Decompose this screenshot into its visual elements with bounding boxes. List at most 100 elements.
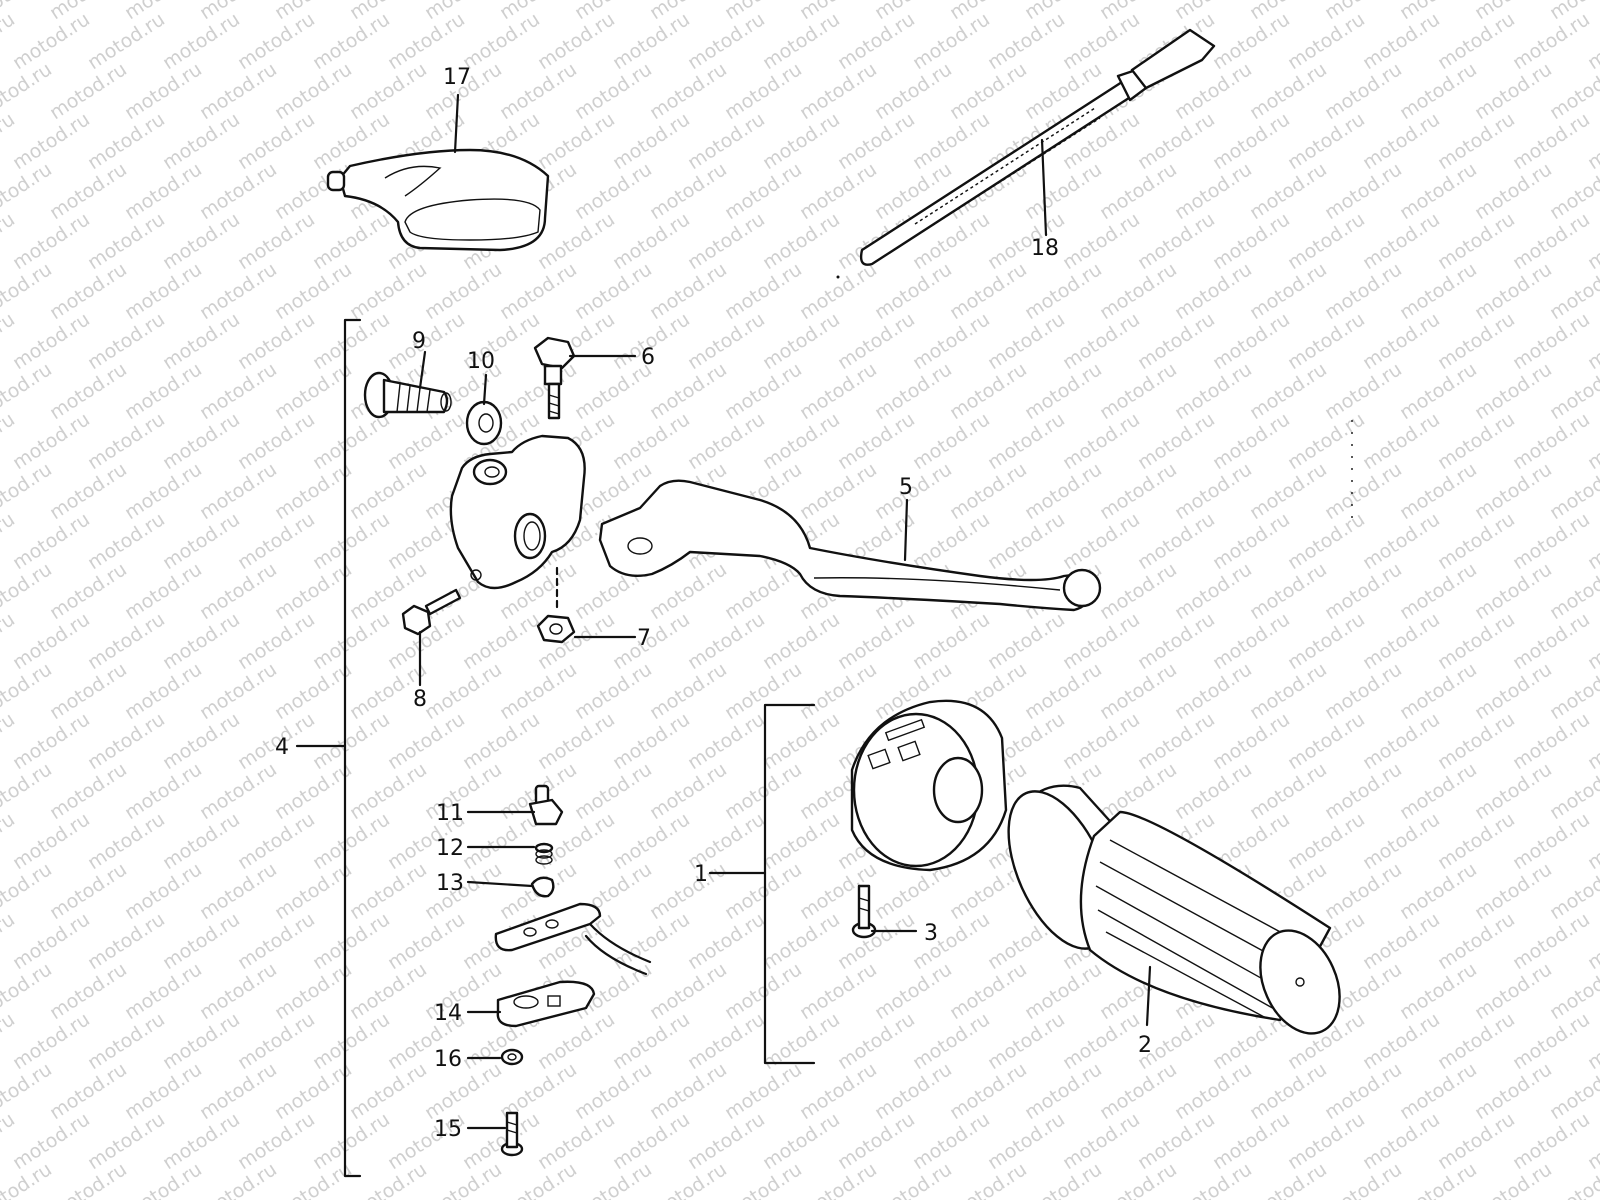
watermark-text: motod.ru [796, 458, 881, 524]
part-15-screw [500, 1111, 524, 1157]
watermark-text: motod.ru [121, 458, 206, 524]
watermark-text: motod.ru [1434, 708, 1519, 774]
watermark-text: motod.ru [46, 658, 131, 724]
watermark-text: motod.ru [684, 608, 769, 674]
watermark-text: motod.ru [271, 258, 356, 324]
callout-6: 6 [641, 345, 655, 370]
watermark-text: motod.ru [871, 58, 956, 124]
watermark-text: motod.ru [271, 858, 356, 924]
watermark-text: motod.ru [1359, 908, 1444, 974]
callout-1: 1 [694, 862, 708, 887]
watermark-text: motod.ru [271, 958, 356, 1024]
watermark-text: motod.ru [1509, 708, 1594, 774]
watermark-text: motod.ru [609, 108, 694, 174]
watermark-text: motod.ru [46, 1058, 131, 1124]
watermark-text: motod.ru [834, 108, 919, 174]
watermark-text: motod.ru [459, 608, 544, 674]
watermark-text: motod.ru [459, 708, 544, 774]
watermark-text: motod.ru [571, 658, 656, 724]
watermark-text: motod.ru [496, 358, 581, 424]
watermark-text: motod.ru [759, 308, 844, 374]
watermark-text: motod.ru [459, 8, 544, 74]
watermark-text: motod.ru [984, 508, 1069, 574]
callout-10: 10 [467, 349, 495, 374]
watermark-text: motod.ru [759, 808, 844, 874]
watermark-text: motod.ru [1471, 1058, 1556, 1124]
watermark-text: motod.ru [1471, 958, 1556, 1024]
callout-11: 11 [436, 801, 464, 826]
watermark-text: motod.ru [646, 58, 731, 124]
watermark-text: motod.ru [196, 258, 281, 324]
watermark-text: motod.ru [46, 258, 131, 324]
watermark-text: motod.ru [309, 908, 394, 974]
watermark-text: motod.ru [159, 1008, 244, 1074]
watermark-text: motod.ru [1171, 1058, 1256, 1124]
watermark-text: motod.ru [1021, 658, 1106, 724]
watermark-text: motod.ru [721, 258, 806, 324]
watermark-text: motod.ru [1396, 58, 1481, 124]
watermark-text: motod.ru [1059, 8, 1144, 74]
watermark-text: motod.ru [346, 458, 431, 524]
watermark-text: motod.ru [684, 1008, 769, 1074]
watermark-text: motod.ru [759, 608, 844, 674]
watermark-text: motod.ru [1171, 658, 1256, 724]
watermark-text: motod.ru [1321, 458, 1406, 524]
watermark-text: motod.ru [1134, 108, 1219, 174]
part-11-pin [528, 784, 564, 826]
watermark-text: motod.ru [1509, 1008, 1594, 1074]
watermark-text: motod.ru [571, 158, 656, 224]
watermark-text: motod.ru [1434, 608, 1519, 674]
watermark-text: motod.ru [759, 208, 844, 274]
watermark-text: motod.ru [1246, 658, 1331, 724]
watermark-text: motod.ru [196, 858, 281, 924]
watermark-text: motod.ru [1209, 1108, 1294, 1174]
watermark-text: motod.ru [609, 208, 694, 274]
watermark-text: motod.ru [84, 108, 169, 174]
callout-5: 5 [899, 475, 913, 500]
watermark-text: motod.ru [1284, 1108, 1369, 1174]
watermark-text: motod.ru [1434, 408, 1519, 474]
watermark-text: motod.ru [196, 158, 281, 224]
watermark-text: motod.ru [1096, 558, 1181, 624]
callout-15: 15 [434, 1117, 462, 1142]
watermark-text: motod.ru [84, 508, 169, 574]
watermark-text: motod.ru [796, 358, 881, 424]
watermark-text: motod.ru [946, 58, 1031, 124]
bracket-lines [295, 318, 816, 1178]
watermark-text: motod.ru [1021, 358, 1106, 424]
watermark-text: motod.ru [46, 158, 131, 224]
watermark-text: motod.ru [609, 608, 694, 674]
watermark-text: motod.ru [1509, 908, 1594, 974]
watermark-text: motod.ru [271, 558, 356, 624]
watermark-text: motod.ru [646, 658, 731, 724]
watermark-text: motod.ru [759, 1008, 844, 1074]
watermark-text: motod.ru [346, 858, 431, 924]
watermark-text: motod.ru [1471, 58, 1556, 124]
watermark-text: motod.ru [346, 58, 431, 124]
watermark-text: motod.ru [234, 508, 319, 574]
part-8-clamp-bolt [401, 588, 462, 636]
watermark-text: motod.ru [84, 908, 169, 974]
watermark-text: motod.ru [871, 358, 956, 424]
watermark-text: motod.ru [909, 508, 994, 574]
watermark-text: motod.ru [721, 58, 806, 124]
watermark-text: motod.ru [1059, 208, 1144, 274]
watermark-text: motod.ru [1434, 308, 1519, 374]
watermark-text: motod.ru [1396, 658, 1481, 724]
watermark-text: motod.ru [534, 1108, 619, 1174]
watermark-text: motod.ru [46, 958, 131, 1024]
watermark-text: motod.ru [121, 258, 206, 324]
watermark-text: motod.ru [1396, 1058, 1481, 1124]
watermark-text: motod.ru [84, 1108, 169, 1174]
watermark-text: motod.ru [9, 608, 94, 674]
watermark-text: motod.ru [1321, 358, 1406, 424]
watermark-text: motod.ru [121, 1058, 206, 1124]
watermark-text: motod.ru [796, 958, 881, 1024]
watermark-text: motod.ru [309, 508, 394, 574]
watermark-text: motod.ru [684, 208, 769, 274]
watermark-text: motod.ru [234, 8, 319, 74]
watermark-text: motod.ru [571, 758, 656, 824]
watermark-text: motod.ru [909, 308, 994, 374]
callout-3: 3 [924, 921, 938, 946]
